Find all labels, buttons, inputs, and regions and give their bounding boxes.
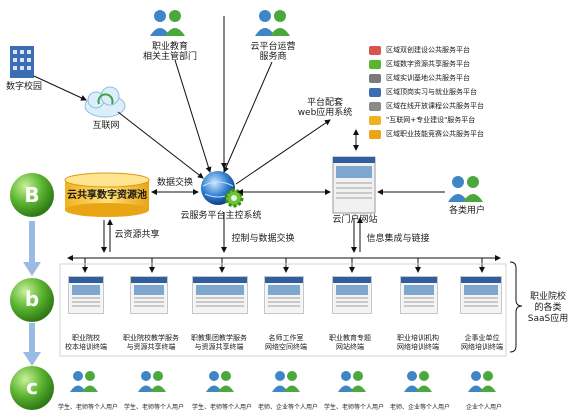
user-group-label-4: 老师、企业等个人用户 bbox=[258, 404, 319, 411]
saas-bracket bbox=[509, 261, 523, 353]
info-integration-label: 信息集成与链接 bbox=[366, 234, 430, 244]
user-group-label-3: 学生、老师等个人用户 bbox=[192, 404, 253, 411]
control-system-label: 云服务平台主控系统 bbox=[180, 211, 262, 221]
stage-ball-b-upper bbox=[10, 173, 54, 217]
person-icon bbox=[468, 371, 496, 392]
person-icon bbox=[138, 371, 166, 392]
terminal-screenshot-6 bbox=[400, 276, 438, 314]
resource-share-label: 云资源共享 bbox=[114, 230, 160, 240]
campus-label: 数字校园 bbox=[5, 82, 42, 92]
service-item-6[interactable]: "互联网+专业建设"服务平台 bbox=[386, 116, 476, 124]
internet-label: 互联网 bbox=[92, 121, 120, 131]
terminal-group-frame bbox=[59, 263, 507, 357]
service-icon bbox=[369, 74, 381, 83]
person-icon bbox=[404, 371, 432, 392]
cloud-icon bbox=[84, 86, 126, 118]
stage-ball-b-lower bbox=[10, 278, 54, 322]
users-label: 各类用户 bbox=[448, 206, 485, 216]
resource-pool-label: 云共享数字资源池 bbox=[67, 190, 147, 201]
person-icon-authority bbox=[150, 10, 185, 36]
building-icon bbox=[10, 46, 34, 78]
user-group-label-2: 学生、老师等个人用户 bbox=[124, 404, 185, 411]
terminal-screenshot-3 bbox=[192, 276, 248, 314]
stage-label-b-lower: b bbox=[24, 287, 40, 311]
service-item-4[interactable]: 区域顶岗实习与就业服务平台 bbox=[386, 88, 477, 96]
service-item-7[interactable]: 区域职业技能竞赛公共服务平台 bbox=[386, 130, 484, 138]
portal-label: 云门户网站 bbox=[332, 215, 378, 225]
terminal-screenshot-1 bbox=[68, 276, 104, 314]
flow-arrows bbox=[33, 16, 501, 273]
person-icon bbox=[338, 371, 366, 392]
control-exchange-label: 控制与数据交换 bbox=[231, 234, 295, 244]
service-icon bbox=[369, 116, 381, 125]
authority-label: 职业教育 相关主管部门 bbox=[142, 42, 197, 62]
service-item-1[interactable]: 区域双创建设公共服务平台 bbox=[386, 46, 470, 54]
person-icon-users bbox=[448, 176, 483, 202]
service-icon bbox=[369, 46, 381, 55]
terminal-label-7: 企事业单位 网络培训终端 bbox=[461, 334, 503, 351]
service-item-2[interactable]: 区域数字资源共享服务平台 bbox=[386, 60, 470, 68]
service-icon bbox=[369, 102, 381, 111]
person-icon bbox=[70, 371, 98, 392]
person-icon bbox=[206, 371, 234, 392]
resource-pool-cylinder bbox=[64, 172, 150, 217]
user-group-label-6: 老师、企业等个人用户 bbox=[390, 404, 451, 411]
terminal-screenshot-4 bbox=[264, 276, 304, 314]
stage-label-b-upper: B bbox=[24, 183, 40, 207]
terminal-label-5: 职业教育专题 网站终端 bbox=[329, 334, 371, 351]
service-icon bbox=[369, 130, 381, 139]
user-icons-row bbox=[70, 371, 496, 392]
stage-ball-c bbox=[10, 366, 54, 410]
user-group-label-5: 学生、老师等个人用户 bbox=[324, 404, 385, 411]
terminal-label-6: 职业培训机构 网络培训终端 bbox=[397, 334, 439, 351]
stage-label-c: c bbox=[26, 375, 38, 399]
terminal-label-2: 职业院校教学服务 与资源共享终端 bbox=[123, 334, 179, 351]
operator-label: 云平台运营 服务商 bbox=[250, 42, 296, 62]
portal-browser-icon bbox=[332, 156, 376, 214]
terminal-screenshot-7 bbox=[460, 276, 502, 314]
terminal-label-3: 职教集团教学服务 与资源共享终端 bbox=[191, 334, 247, 351]
saas-label: 职业院校 的各类 SaaS应用 bbox=[527, 292, 569, 324]
terminal-label-1: 职业院校 校本培训终端 bbox=[65, 334, 107, 351]
service-item-5[interactable]: 区域在线开放课程公共服务平台 bbox=[386, 102, 484, 110]
service-icon bbox=[369, 88, 381, 97]
user-group-label-7: 企业个人用户 bbox=[465, 404, 502, 411]
terminal-screenshot-2 bbox=[130, 276, 168, 314]
webapp-label: 平台配套 web应用系统 bbox=[297, 98, 353, 118]
person-icon-operator bbox=[255, 10, 290, 36]
service-icon bbox=[369, 60, 381, 69]
data-exchange-label: 数据交换 bbox=[156, 178, 193, 188]
terminal-label-4: 名师工作室 网络空间终端 bbox=[265, 334, 307, 351]
person-icon bbox=[272, 371, 300, 392]
stage-flow-arrows bbox=[23, 221, 41, 366]
user-group-label-1: 学生、老师等个人用户 bbox=[58, 404, 119, 411]
service-item-3[interactable]: 区域实训基地公共服务平台 bbox=[386, 74, 470, 82]
terminal-screenshot-5 bbox=[332, 276, 372, 314]
